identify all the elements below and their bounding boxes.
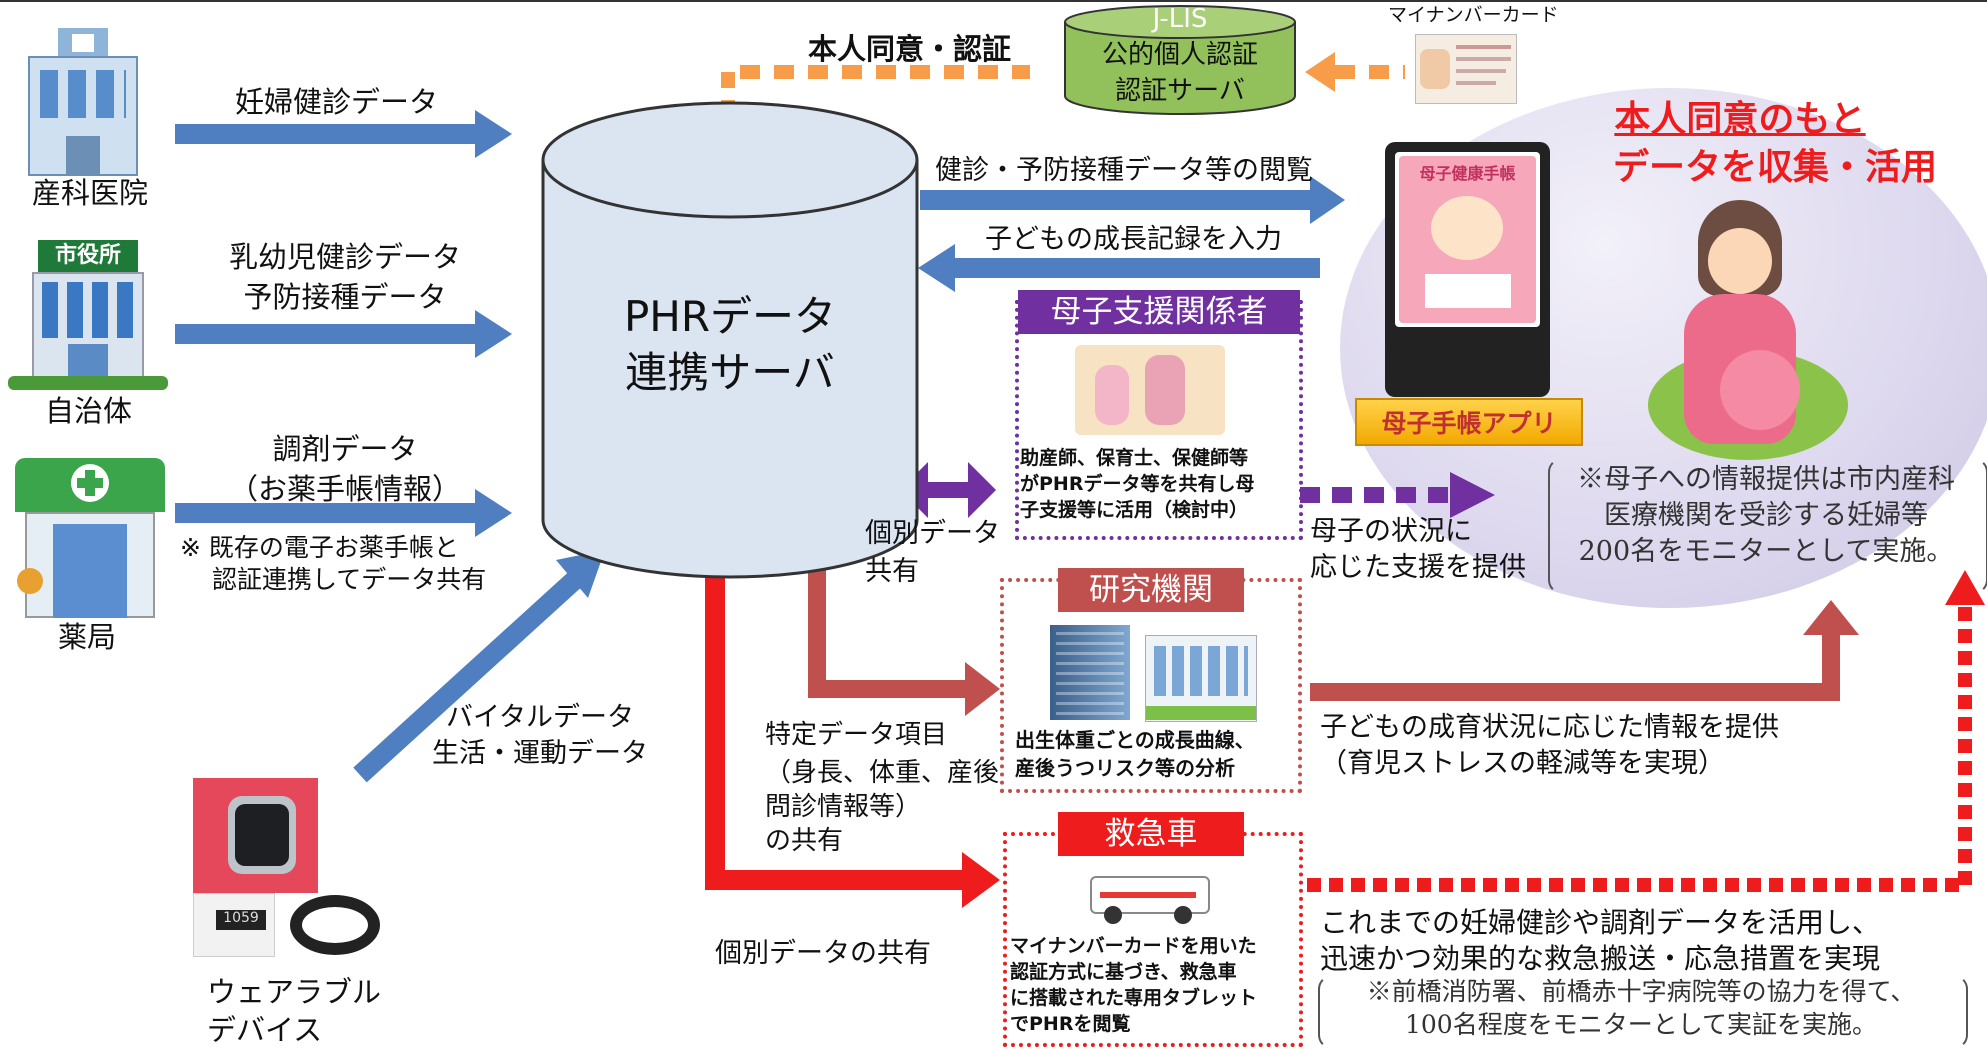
ambulance-desc-line4: でPHRを閲覧 — [1010, 1013, 1131, 1035]
fitness-band-icon — [290, 895, 380, 955]
hospital-data-label: 妊婦健診データ — [235, 85, 439, 119]
city-data-line1: 乳幼児健診データ — [228, 240, 461, 274]
city-arrow — [175, 310, 512, 358]
wearable-arrow — [353, 550, 605, 783]
app-screen-title: 母子健康手帳 — [1419, 164, 1516, 183]
support-desc-line1: 助産師、保育士、保健師等 — [1020, 447, 1249, 469]
person-note-line3: 200名をモニターとして実施。 — [1578, 536, 1954, 567]
office-building-icon — [1050, 625, 1130, 720]
pharmacy-icon — [15, 458, 165, 618]
hospital-icon — [28, 28, 138, 176]
support-outcome-line1: 母子の状況に — [1310, 516, 1472, 547]
research-building-icon — [1145, 635, 1257, 722]
mynumber-card-icon — [1415, 34, 1517, 104]
view-arrow — [920, 176, 1345, 224]
pedometer-icon: 1059 — [193, 893, 275, 957]
top-border — [0, 0, 1987, 2]
ambulance-desc-line3: に搭載された専用タブレット — [1010, 987, 1258, 1009]
phr-server-cylinder — [541, 101, 919, 579]
pharmacy-arrow — [175, 489, 512, 537]
pharmacy-label: 薬局 — [58, 620, 117, 654]
support-desc-line3: 子支援等に活用（検討中） — [1020, 499, 1249, 521]
mynumber-arrow — [1305, 52, 1405, 92]
consent-label: 本人同意・認証 — [808, 32, 1012, 66]
pregnant-woman-illustration — [1640, 200, 1850, 470]
support-header: 母子支援関係者 — [1018, 290, 1300, 334]
support-outcome-arrow — [1300, 472, 1495, 518]
city-hall-icon: 市役所 — [8, 240, 168, 390]
ambulance-note-box — [1318, 975, 1968, 1049]
hospital-label: 産科医院 — [32, 176, 149, 210]
hospital-arrow — [175, 110, 512, 158]
research-header: 研究機関 — [1058, 568, 1244, 612]
jlis-title: J-LIS — [1152, 4, 1208, 34]
research-desc-line1: 出生体重ごとの成長曲線、 — [1015, 728, 1255, 752]
smartwatch-icon — [193, 778, 318, 893]
ambulance-note-line1: ※前橋消防署、前橋赤十字病院等の協力を得て、 — [1366, 977, 1916, 1006]
support-staff-illustration — [1075, 345, 1225, 435]
research-outcome-line1: 子どもの成育状況に応じた情報を提供 — [1320, 712, 1779, 743]
view-flow-label: 健診・予防接種データ等の閲覧 — [935, 155, 1313, 186]
city-hall-sign: 市役所 — [38, 240, 138, 272]
research-outcome-line2: （育児ストレスの軽減等を実現） — [1320, 748, 1725, 779]
research-share-line2: （身長、体重、産後 — [765, 758, 1000, 788]
research-desc-line2: 産後うつリスク等の分析 — [1015, 756, 1235, 780]
support-outcome-line2: 応じた支援を提供 — [1310, 552, 1526, 583]
jlis-line2: 認証サーバ — [1115, 76, 1245, 106]
wearable-label-line2: デバイス — [207, 1013, 323, 1047]
ambulance-note-line2: 100名程度をモニターとして実証を実施。 — [1405, 1010, 1877, 1039]
research-share-line4: の共有 — [765, 826, 844, 856]
support-desc-line2: がPHRデータ等を共有し母 — [1020, 473, 1255, 495]
ambulance-header: 救急車 — [1058, 812, 1244, 856]
input-arrow — [918, 244, 1320, 292]
city-label: 自治体 — [45, 394, 133, 428]
ambulance-icon — [1090, 866, 1210, 924]
wearable-data-line2: 生活・運動データ — [432, 738, 648, 769]
support-share-line2: 共有 — [865, 556, 919, 587]
jlis-server-icon — [1064, 5, 1296, 115]
pharmacy-note-line1: ※ 既存の電子お薬手帳と — [180, 533, 459, 562]
support-share-line1: 個別データ — [865, 518, 1000, 549]
ambulance-share-arrow — [705, 530, 1000, 908]
server-label-line2: 連携サーバ — [625, 348, 835, 397]
headline-line1: 本人同意のもと — [1614, 99, 1866, 140]
pedometer-reading: 1059 — [216, 910, 266, 930]
person-note-line1: ※母子への情報提供は市内産科 — [1577, 464, 1955, 495]
ambulance-outcome-line2: 迅速かつ効果的な救急搬送・応急措置を実現 — [1320, 942, 1881, 975]
pharmacy-data-line2: （お薬手帳情報） — [228, 472, 461, 506]
research-share-line1: 特定データ項目 — [765, 720, 948, 750]
ambulance-desc-line1: マイナンバーカードを用いた — [1010, 935, 1257, 957]
input-flow-label: 子どもの成長記録を入力 — [985, 224, 1282, 255]
jlis-line1: 公的個人認証 — [1101, 40, 1258, 70]
pharmacy-data-line1: 調剤データ — [272, 432, 418, 466]
mother-app-label: 母子手帳アプリ — [1381, 409, 1557, 438]
ambulance-outcome-arrow — [1307, 570, 1985, 892]
mother-app-label-box: 母子手帳アプリ — [1355, 398, 1583, 446]
mother-app-phone: 母子健康手帳 — [1385, 142, 1550, 397]
person-note-line2: 医療機関を受診する妊婦等 — [1604, 500, 1928, 531]
mynumber-label: マイナンバーカード — [1388, 4, 1559, 26]
ambulance-outcome-line1: これまでの妊婦健診や調剤データを活用し、 — [1320, 906, 1881, 939]
research-share-line3: 問診情報等） — [765, 792, 922, 822]
research-outcome-arrow — [1310, 600, 1859, 701]
server-label-line1: PHRデータ — [623, 292, 837, 341]
wearable-data-line1: バイタルデータ — [446, 702, 634, 733]
headline-line2: データを収集・活用 — [1612, 147, 1937, 188]
ambulance-share-label: 個別データの共有 — [715, 938, 931, 969]
wearable-label-line1: ウェアラブル — [207, 975, 382, 1009]
ambulance-desc-line2: 認証方式に基づき、救急車 — [1010, 961, 1237, 983]
city-data-line2: 予防接種データ — [243, 280, 447, 314]
pharmacy-note-line2: 認証連携してデータ共有 — [212, 565, 487, 594]
